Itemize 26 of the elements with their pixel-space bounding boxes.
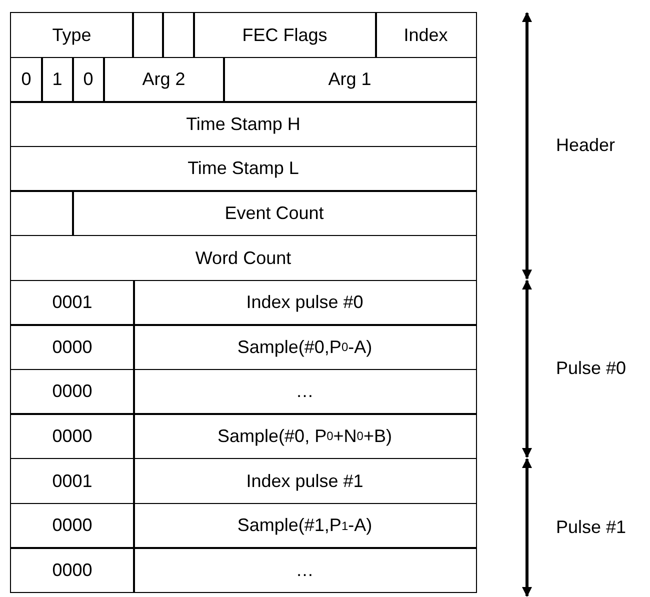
register-field: Type xyxy=(10,12,134,58)
register-field: 1 xyxy=(41,56,74,103)
register-field: Index pulse #0 xyxy=(133,280,476,326)
register-field: Time Stamp L xyxy=(10,146,476,192)
register-field: Word Count xyxy=(10,235,476,282)
register-field: Arg 2 xyxy=(103,56,224,103)
register-field: 0000 xyxy=(10,324,134,370)
register-field: Arg 1 xyxy=(223,56,476,103)
register-field: 0000 xyxy=(10,547,134,594)
section-label: Pulse #1 xyxy=(556,516,626,538)
register-field: 0 xyxy=(10,56,42,103)
register-field: 0001 xyxy=(10,458,134,504)
register-field: Index xyxy=(375,12,476,58)
register-field: 0 xyxy=(72,56,104,103)
register-field: 0000 xyxy=(10,368,134,415)
section-label: Header xyxy=(556,134,616,156)
register-field: FEC Flags xyxy=(193,12,376,58)
register-field: 0001 xyxy=(10,280,134,326)
register-field: Index pulse #1 xyxy=(133,458,476,504)
register-field: 0000 xyxy=(10,413,134,460)
register-field: … xyxy=(133,368,476,415)
register-field: 0000 xyxy=(10,502,134,549)
register-field: Event Count xyxy=(72,190,476,236)
register-field: … xyxy=(133,547,476,594)
section-label: Pulse #0 xyxy=(556,358,626,379)
register-field: Time Stamp H xyxy=(10,101,476,148)
